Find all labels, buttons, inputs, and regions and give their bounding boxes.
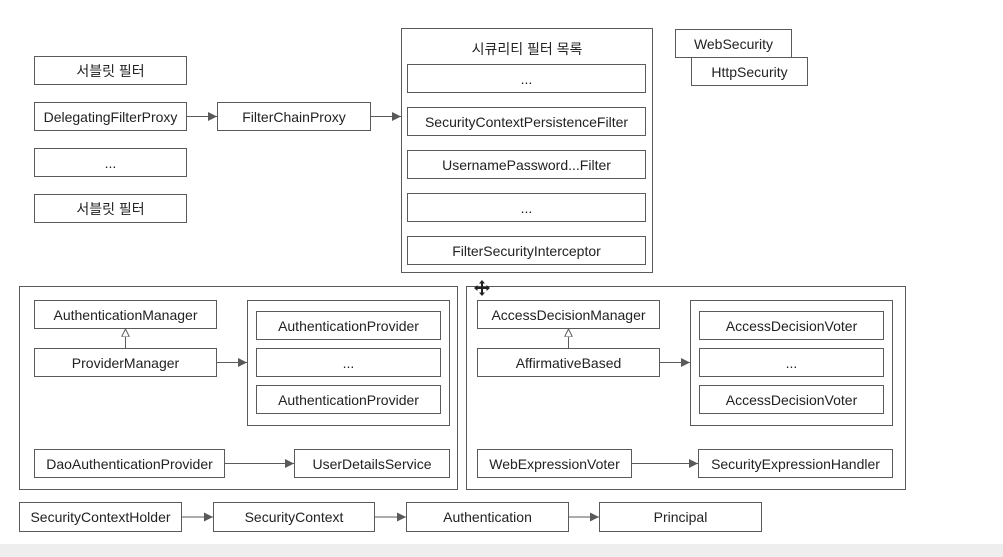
security-filter-list-group: 시큐리티 필터 목록 [401, 28, 653, 273]
web-security-box: WebSecurity [675, 29, 792, 58]
access-decision-voter-ellipsis-box: ... [699, 348, 884, 377]
user-details-service-box: UserDetailsService [294, 449, 450, 478]
authentication-provider-ellipsis-box: ... [256, 348, 441, 377]
authentication-group [19, 286, 458, 490]
security-filter-item-5: FilterSecurityInterceptor [407, 236, 646, 265]
security-context-box: SecurityContext [213, 502, 375, 532]
principal-box: Principal [599, 502, 762, 532]
access-decision-manager-box: AccessDecisionManager [477, 300, 660, 329]
security-filter-item-1: ... [407, 64, 646, 93]
security-filter-item-2: SecurityContextPersistenceFilter [407, 107, 646, 136]
authentication-box: Authentication [406, 502, 569, 532]
authentication-manager-box: AuthenticationManager [34, 300, 217, 329]
servlet-filter-box-2: 서블릿 필터 [34, 194, 187, 223]
filter-chain-proxy-box: FilterChainProxy [217, 102, 371, 131]
access-decision-voter-box-2: AccessDecisionVoter [699, 385, 884, 414]
dao-authentication-provider-box: DaoAuthenticationProvider [34, 449, 225, 478]
authentication-provider-group [247, 300, 450, 426]
authorization-group [466, 286, 906, 490]
security-context-holder-box: SecurityContextHolder [19, 502, 182, 532]
bottom-bar [0, 544, 1003, 557]
servlet-filter-ellipsis-box: ... [34, 148, 187, 177]
move-cursor-icon [474, 280, 490, 296]
provider-manager-box: ProviderManager [34, 348, 217, 377]
authentication-provider-box-2: AuthenticationProvider [256, 385, 441, 414]
http-security-box: HttpSecurity [691, 57, 808, 86]
authentication-provider-box-1: AuthenticationProvider [256, 311, 441, 340]
security-filter-list-title: 시큐리티 필터 목록 [471, 41, 583, 57]
servlet-filter-box-1: 서블릿 필터 [34, 56, 187, 85]
security-expression-handler-box: SecurityExpressionHandler [698, 449, 893, 478]
security-filter-item-3: UsernamePassword...Filter [407, 150, 646, 179]
delegating-filter-proxy-box: DelegatingFilterProxy [34, 102, 187, 131]
affirmative-based-box: AffirmativeBased [477, 348, 660, 377]
web-expression-voter-box: WebExpressionVoter [477, 449, 632, 478]
access-decision-voter-group [690, 300, 893, 426]
access-decision-voter-box-1: AccessDecisionVoter [699, 311, 884, 340]
security-filter-item-4: ... [407, 193, 646, 222]
